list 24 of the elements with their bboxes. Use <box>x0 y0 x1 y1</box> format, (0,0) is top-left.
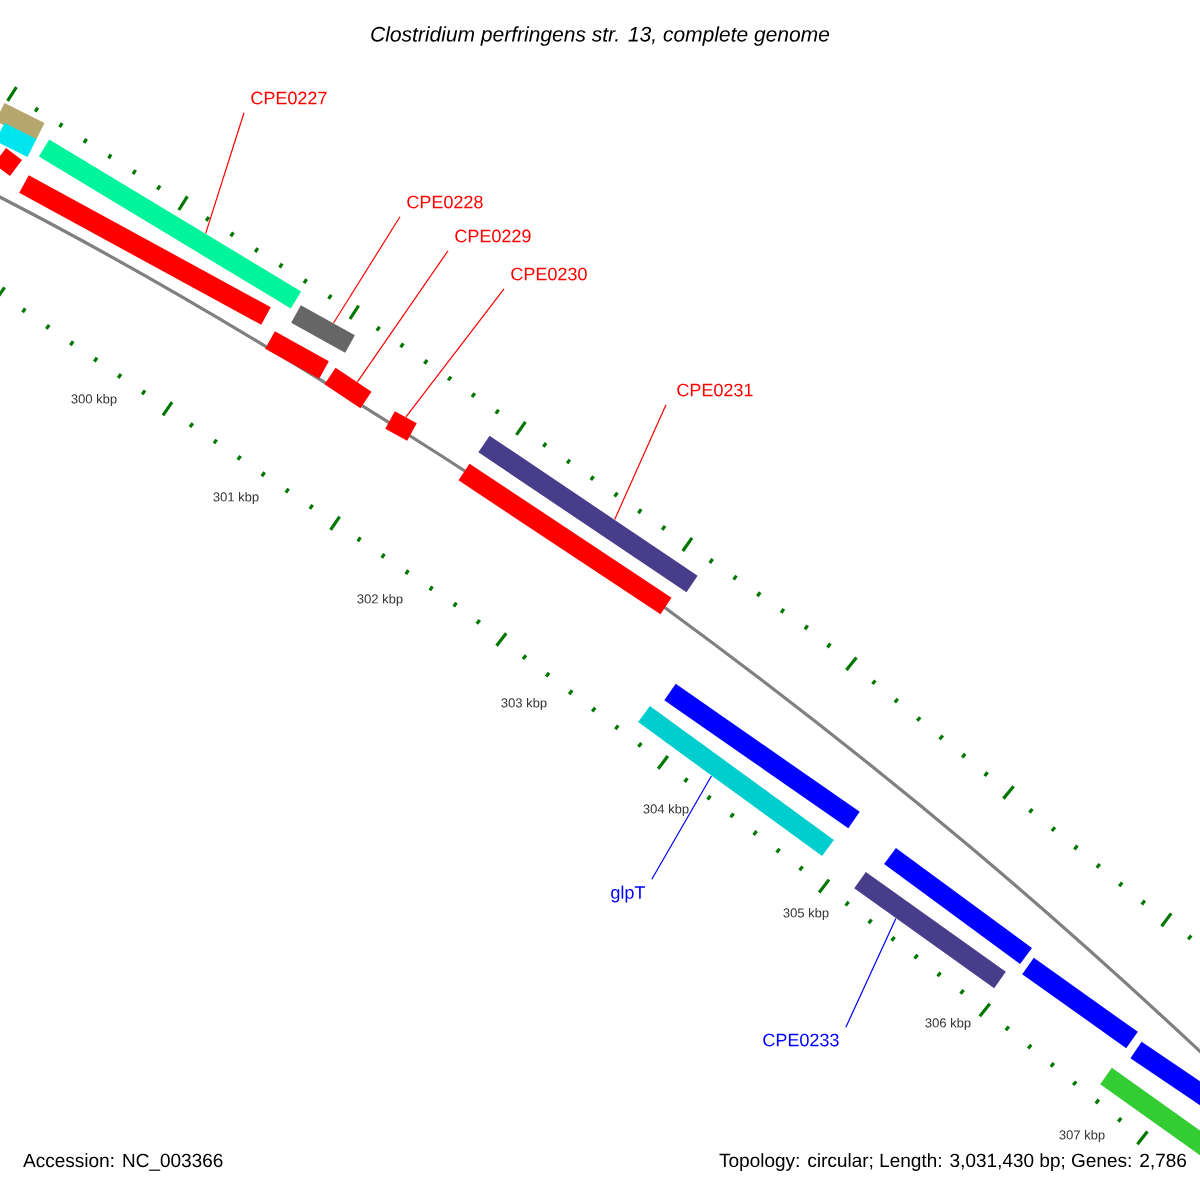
leader-line <box>845 917 897 1028</box>
gene-feature-bar <box>38 139 302 309</box>
leader-line <box>405 288 505 418</box>
accession-text: Accession: NC_003366 <box>23 1153 223 1171</box>
gene-feature-bar <box>385 411 417 441</box>
gene-label: CPE0233 <box>763 1033 839 1047</box>
leader-line <box>356 250 449 383</box>
leader-line <box>614 404 667 521</box>
gene-feature-bar <box>291 305 355 353</box>
gene-label: CPE0231 <box>677 383 753 397</box>
gene-label: CPE0229 <box>455 229 531 243</box>
gene-label: CPE0228 <box>407 195 483 209</box>
gene-feature-bar <box>638 705 834 857</box>
gene-feature-bar <box>854 871 1006 989</box>
gene-feature-bar <box>478 435 698 593</box>
leader-line <box>651 775 712 880</box>
leader-line <box>332 216 401 324</box>
gene-feature-bar <box>324 367 372 409</box>
title: Clostridium perfringens str. 13, complete genome <box>371 26 830 46</box>
gene-label: CPE0227 <box>251 91 327 105</box>
summary-text: Topology: circular; Length: 3,031,430 bp; Genes: 2,786 <box>719 1153 1186 1171</box>
leader-line <box>205 112 245 234</box>
gene-label: glpT <box>611 885 645 903</box>
gene-label: CPE0230 <box>511 267 587 281</box>
